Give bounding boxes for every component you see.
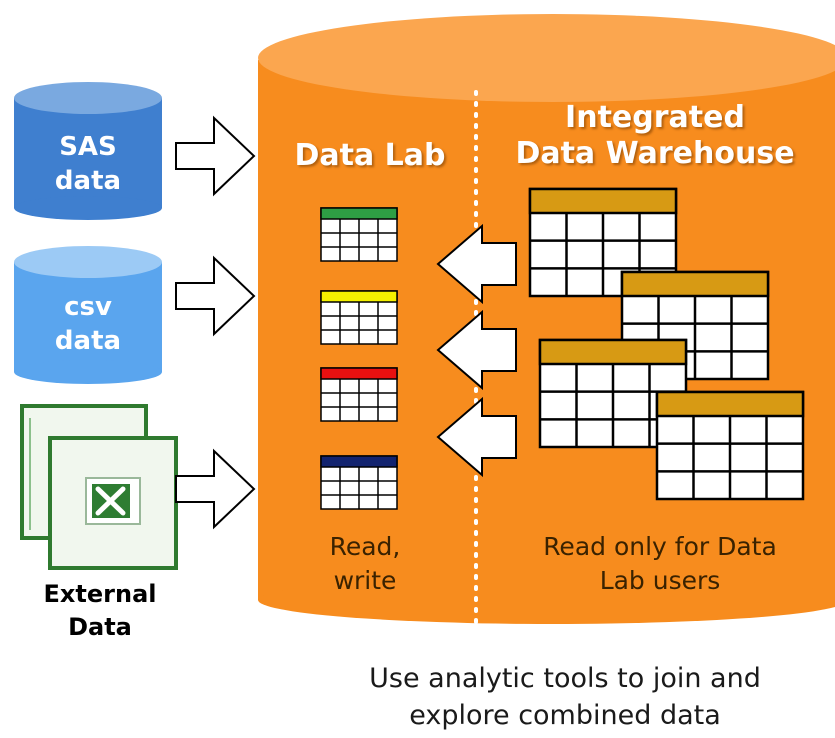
idw-tables [528, 187, 805, 501]
excel-icon [20, 404, 178, 570]
idw-to-lab-arrow-3-icon [436, 396, 517, 478]
sas-cylinder-top [14, 82, 162, 114]
data-lab-tables [320, 207, 398, 510]
external-arrow-icon [175, 448, 256, 530]
csv-arrow-icon [175, 255, 256, 337]
sas-data-cylinder [14, 82, 162, 220]
csv-data-label: csv data [54, 292, 122, 356]
idw-to-lab-arrow-2-icon [436, 309, 517, 391]
external-data-label: External Data [43, 580, 157, 641]
idw-to-lab-arrow-1-icon [436, 223, 517, 305]
data-lab-table-1 [320, 207, 398, 262]
sas-cylinder-body [14, 98, 162, 208]
idw-table-4 [655, 390, 805, 501]
sas-cylinder-bottom [14, 196, 162, 220]
data-lab-access-text: Read, write [329, 532, 401, 595]
data-lab-title: Data Lab [294, 138, 446, 173]
sas-arrow-icon [175, 115, 256, 197]
data-lab-table-2 [320, 290, 398, 345]
csv-cylinder-top [14, 246, 162, 278]
warehouse-cylinder-bottom [258, 576, 835, 624]
data-lab-table-4 [320, 455, 398, 510]
idw-title: Integrated Data Warehouse [515, 100, 795, 171]
csv-cylinder-bottom [14, 360, 162, 384]
idw-access-text: Read only for Data Lab users [543, 532, 777, 595]
sas-data-label: SAS data [54, 132, 122, 196]
data-lab-table-3 [320, 367, 398, 422]
csv-cylinder-body [14, 262, 162, 372]
csv-data-cylinder [14, 246, 162, 384]
diagram-caption: Use analytic tools to join and explore c… [369, 663, 761, 731]
warehouse-cylinder-top [258, 14, 835, 102]
